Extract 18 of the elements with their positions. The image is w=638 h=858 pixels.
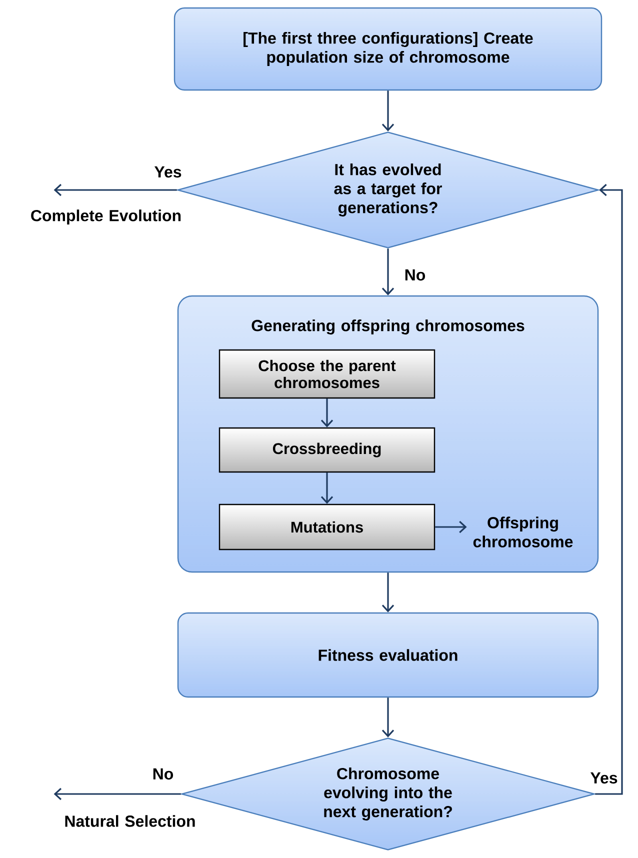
arrow (595, 184, 623, 795)
process-box: [The first three configurations] Create population size of chromosome (174, 7, 602, 91)
step-box: Crossbreeding (218, 427, 436, 473)
arrow (54, 184, 177, 196)
step-box: Choose the parent chromosomes (218, 349, 436, 399)
arrow (382, 698, 394, 738)
arrow (320, 472, 334, 504)
arrow (382, 90, 394, 132)
arrow (382, 248, 394, 296)
arrow (382, 572, 394, 612)
edge-label: No (403, 268, 427, 282)
edge-label: No (151, 767, 175, 781)
process-box: Fitness evaluation (177, 612, 599, 698)
arrow (320, 398, 334, 428)
step-box: Mutations (218, 504, 436, 550)
outcome-text: Offspring chromosome (473, 516, 573, 548)
arrow (54, 788, 181, 800)
arrow (435, 520, 467, 534)
